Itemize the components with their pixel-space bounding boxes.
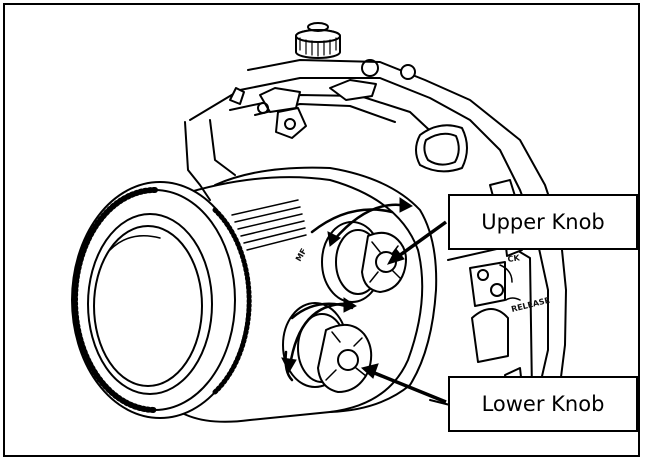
lock-marking: CK bbox=[507, 253, 521, 264]
lower-knob-pointer-arrow bbox=[360, 363, 447, 404]
lower-knob-label-text: Lower Knob bbox=[481, 392, 605, 416]
upper-knob-label: Upper Knob bbox=[448, 194, 638, 250]
upper-rotation-arrow bbox=[327, 197, 413, 247]
upper-knob-part bbox=[310, 208, 407, 303]
lower-rotation-arrow bbox=[281, 297, 357, 374]
upper-knob-pointer-arrow bbox=[386, 220, 448, 265]
lower-knob-label: Lower Knob bbox=[448, 376, 638, 432]
top-dial bbox=[295, 22, 341, 59]
mf-marking: MF bbox=[294, 247, 309, 263]
lower-knob-part bbox=[282, 302, 373, 393]
upper-knob-label-text: Upper Knob bbox=[481, 210, 605, 234]
lens-port bbox=[71, 176, 424, 423]
